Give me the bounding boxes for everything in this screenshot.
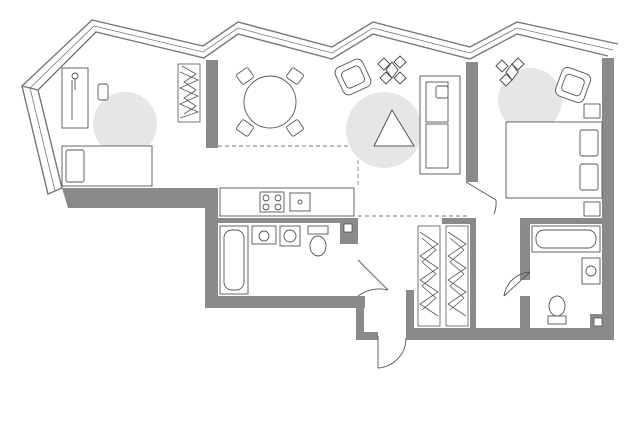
toilet — [307, 225, 329, 235]
wall-corridor-left — [356, 296, 364, 340]
bedroom-left — [61, 63, 201, 187]
wall-bottom-left — [62, 188, 218, 208]
facade-inner-line — [37, 31, 609, 91]
corner-duct — [593, 317, 603, 327]
bathroom-right-door — [503, 271, 531, 297]
wall-wardrobe-stub — [442, 218, 470, 224]
wall-bathroom-bottom — [205, 296, 365, 308]
toilet — [547, 315, 567, 325]
wall-bathroom-top — [218, 218, 358, 223]
facade-outer-line — [21, 19, 619, 87]
wall-wardrobe-side — [470, 218, 476, 328]
wall-corridor-stub — [364, 332, 378, 340]
left-window-line — [29, 87, 56, 192]
bathroom-left-door — [357, 259, 389, 297]
sofa — [419, 75, 461, 175]
wall-right-bath-left — [520, 220, 530, 280]
chair — [236, 67, 254, 85]
chair — [236, 119, 254, 137]
hallway — [417, 225, 469, 327]
kitchen-counter — [219, 187, 355, 217]
bedroom-right — [495, 57, 603, 217]
exterior-facade — [21, 19, 619, 91]
rug — [93, 92, 157, 156]
triangle-coffee-table — [373, 109, 415, 147]
chair — [286, 67, 304, 85]
window-segments — [29, 25, 614, 89]
wall-stub-mid — [466, 62, 478, 182]
armchair — [334, 58, 372, 96]
wall-right-bath-bottom — [520, 296, 530, 330]
closet — [177, 63, 201, 123]
wall-left-vertical — [205, 188, 218, 308]
interior-walls — [62, 58, 614, 340]
desk-chair — [97, 83, 109, 101]
desk-lamp — [71, 72, 79, 90]
wardrobe — [417, 225, 441, 327]
wardrobe — [445, 225, 469, 327]
bathroom-right — [531, 225, 601, 325]
rug — [498, 68, 562, 132]
dining-chairs — [236, 67, 304, 137]
wall-stub-left-closet — [206, 60, 218, 148]
living-kitchen — [219, 55, 461, 217]
wall-right-bath-top — [520, 218, 604, 224]
dining-table — [243, 75, 297, 129]
plant — [495, 57, 525, 87]
left-outer-wall — [21, 85, 63, 195]
wall-bottom-right — [410, 328, 614, 340]
bed — [61, 145, 153, 187]
armchair — [555, 67, 591, 103]
double-bed — [505, 121, 603, 199]
bathroom-duct — [343, 223, 353, 233]
chair — [286, 119, 304, 137]
bathroom-left — [219, 225, 329, 295]
nightstand — [583, 103, 601, 119]
wall-right-exterior — [602, 58, 614, 338]
plant — [377, 55, 407, 85]
bedroom-right-door — [465, 181, 497, 215]
entrance-door — [377, 336, 407, 369]
desk — [61, 67, 89, 129]
doors — [357, 181, 531, 369]
nightstand — [583, 201, 601, 217]
wall-corridor-right — [406, 290, 414, 340]
